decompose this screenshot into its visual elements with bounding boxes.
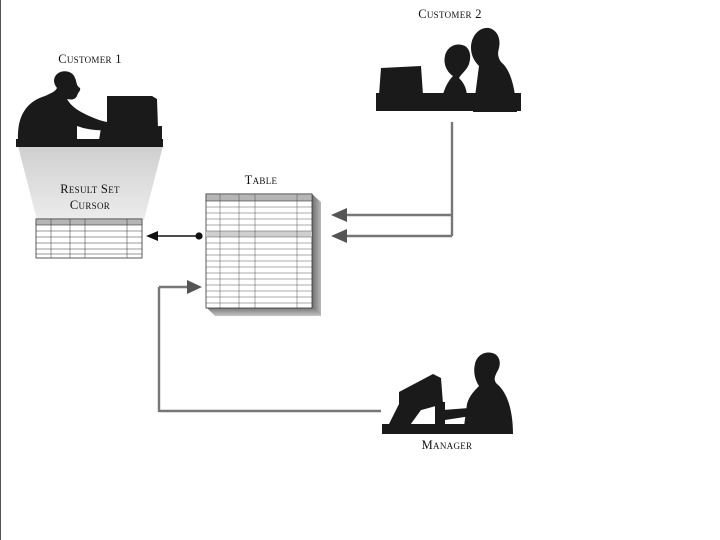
customer2-update-arrows	[331, 122, 454, 243]
result-set-beam	[18, 146, 163, 220]
cursor-fetch-arrow	[146, 231, 203, 241]
manager-label: Manager	[422, 438, 473, 452]
customer1-silhouette-icon	[16, 71, 163, 147]
manager-silhouette-icon	[382, 352, 513, 434]
table-label: Table	[245, 173, 278, 187]
manager-update-arrow	[157, 280, 381, 413]
customer2-silhouette-icon	[376, 27, 521, 112]
result-set-cursor-table	[35, 218, 143, 259]
customer1-label: Customer 1	[58, 52, 122, 66]
database-table	[205, 193, 321, 316]
customer2-label: Customer 2	[418, 7, 482, 21]
result-set-label: Result Set	[60, 182, 120, 196]
cursor-label: Cursor	[70, 198, 110, 212]
